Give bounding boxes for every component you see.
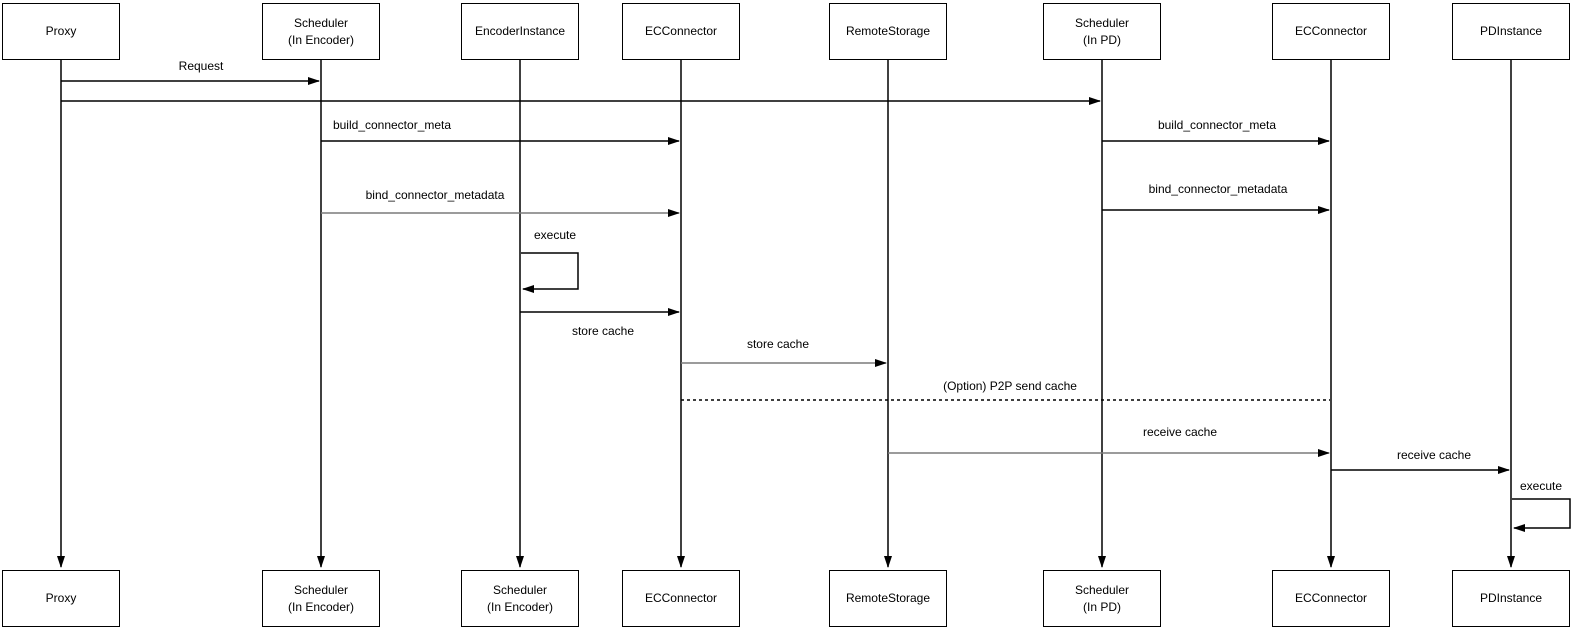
actor-bottom-box-encoder-instance: Scheduler (In Encoder) [461,570,579,627]
message-label-3: build_connector_meta [1157,118,1277,132]
message-label-4: bind_connector_metadata [365,188,505,202]
self-loop-pd-instance [1512,498,1571,532]
actor-bottom-box-scheduler-pd: Scheduler (In PD) [1043,570,1161,627]
self-loop-label-pd-instance: execute [1519,479,1563,493]
actor-bottom-box-remote-storage: RemoteStorage [829,570,947,627]
actor-bottom-box-proxy: Proxy [2,570,120,627]
message-label-0: Request [178,59,224,73]
self-loop-label-encoder-instance: execute [533,228,577,242]
message-label-10: receive cache [1396,448,1472,462]
actor-top-box-proxy: Proxy [2,3,120,60]
actor-top-box-pd-instance: PDInstance [1452,3,1570,60]
self-loop-encoder-instance [521,252,579,293]
actor-top-box-scheduler-pd: Scheduler (In PD) [1043,3,1161,60]
message-label-8: (Option) P2P send cache [943,379,1077,393]
message-label-2: build_connector_meta [332,118,452,132]
actor-top-box-encoder-instance: EncoderInstance [461,3,579,60]
diagram-lines [57,60,1571,568]
actor-bottom-box-scheduler-encoder: Scheduler (In Encoder) [262,570,380,627]
actor-bottom-box-ec-connector-1: ECConnector [622,570,740,627]
actor-bottom-box-ec-connector-2: ECConnector [1272,570,1390,627]
actor-top-box-remote-storage: RemoteStorage [829,3,947,60]
actor-top-box-ec-connector-2: ECConnector [1272,3,1390,60]
actor-top-box-ec-connector-1: ECConnector [622,3,740,60]
message-label-9: receive cache [1142,425,1218,439]
actor-bottom-box-pd-instance: PDInstance [1452,570,1570,627]
actor-top-box-scheduler-encoder: Scheduler (In Encoder) [262,3,380,60]
message-label-6: store cache [571,324,635,338]
message-label-5: bind_connector_metadata [1148,182,1288,196]
message-label-7: store cache [746,337,810,351]
